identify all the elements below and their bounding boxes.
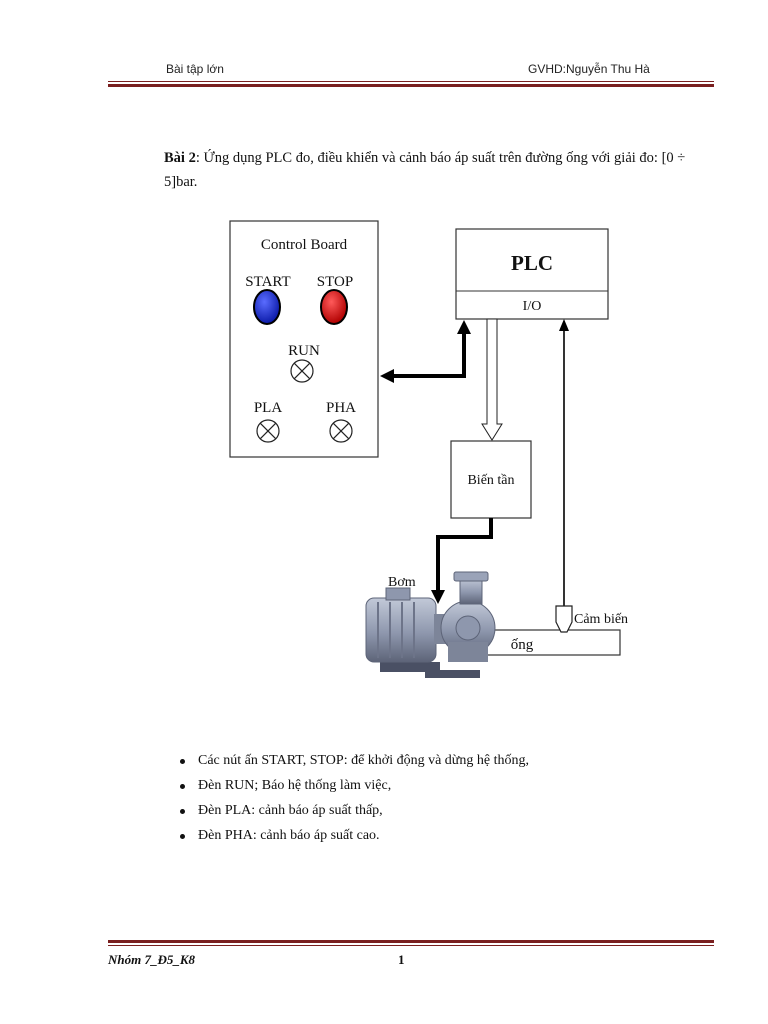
bullet-text: Các nút ấn START, STOP: để khởi động và …: [198, 753, 529, 768]
control-board: Control Board START STOP RUN PLA PHA: [229, 220, 379, 458]
run-lamp-icon: [290, 359, 314, 383]
pipe-label: ống: [511, 637, 534, 653]
bullet-dot: [180, 834, 185, 839]
plc-title: PLC: [511, 251, 553, 275]
sensor-label: Cảm biến: [574, 612, 628, 627]
plc-block: PLC I/O: [455, 228, 609, 320]
bullet-dot: [180, 809, 185, 814]
header-rule-thick: [108, 84, 714, 87]
header-title: Bài tập lớn: [166, 62, 224, 76]
bullet-text: Đèn PLA: cảnh báo áp suất thấp,: [198, 803, 383, 818]
bullet-list: Các nút ấn START, STOP: để khởi động và …: [176, 748, 529, 848]
bullet-text: Đèn PHA: cảnh báo áp suất cao.: [198, 828, 380, 843]
pla-lamp-icon: [256, 419, 280, 443]
bullet-text: Đèn RUN; Báo hệ thống làm việc,: [198, 778, 392, 793]
footer-rule: [108, 945, 714, 946]
bullet-dot: [180, 784, 185, 789]
run-label: RUN: [288, 343, 320, 359]
inverter-pump-connector: [431, 518, 493, 604]
problem-statement: Bài 2: Ứng dụng PLC đo, điều khiển và cả…: [164, 146, 704, 194]
pump-label: Bơm: [388, 575, 416, 590]
pla-label: PLA: [254, 400, 283, 416]
pha-label: PHA: [326, 400, 356, 416]
control-plc-connector: [380, 320, 471, 383]
plc-io-label: I/O: [523, 299, 542, 314]
list-item: Đèn RUN; Báo hệ thống làm việc,: [176, 773, 529, 798]
list-item: Các nút ấn START, STOP: để khởi động và …: [176, 748, 529, 773]
start-label: START: [245, 274, 290, 290]
pump-icon: [365, 571, 496, 678]
page-number: 1: [398, 952, 405, 967]
inverter-label: Biến tần: [467, 473, 514, 488]
start-button[interactable]: [253, 289, 281, 325]
problem-text: : Ứng dụng PLC đo, điều khiển và cảnh bá…: [164, 150, 686, 190]
sensor-plc-connector: [559, 319, 569, 606]
pha-lamp-icon: [329, 419, 353, 443]
plc-inverter-arrow: [481, 318, 503, 441]
pipe: ống: [469, 629, 621, 656]
problem-label: Bài 2: [164, 150, 196, 166]
bullet-dot: [180, 759, 185, 764]
header-instructor: GVHD:Nguyễn Thu Hà: [528, 62, 650, 76]
inverter-block: Biến tần: [450, 440, 532, 519]
list-item: Đèn PHA: cảnh báo áp suất cao.: [176, 823, 529, 848]
control-board-title: Control Board: [261, 237, 348, 253]
footer-group-name: Nhóm 7_Đ5_K8: [108, 952, 196, 967]
list-item: Đèn PLA: cảnh báo áp suất thấp,: [176, 798, 529, 823]
pressure-sensor-icon: Cảm biến: [555, 605, 628, 633]
stop-label: STOP: [317, 274, 353, 290]
stop-button[interactable]: [320, 289, 348, 325]
footer-rule-thick: [108, 940, 714, 943]
header-rule: [108, 81, 714, 82]
